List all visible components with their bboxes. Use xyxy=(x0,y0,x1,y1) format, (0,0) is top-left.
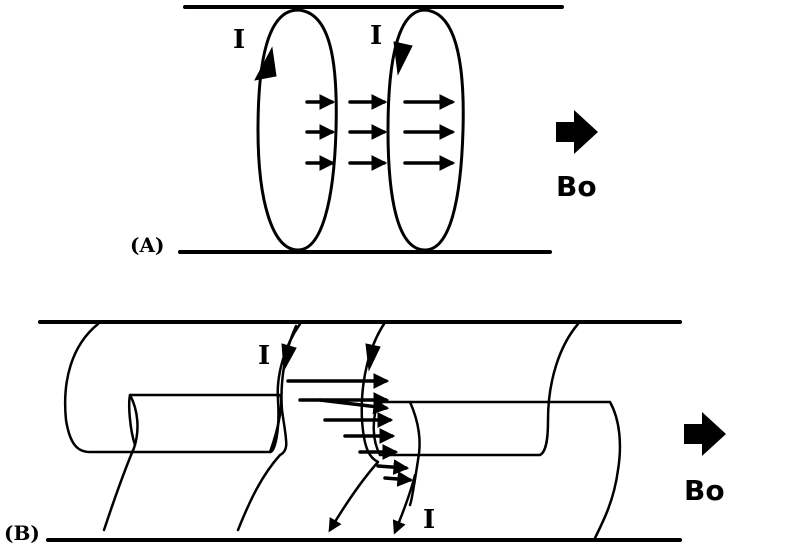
current-arrow-top-1 xyxy=(281,343,297,372)
field-arrows-a xyxy=(305,94,456,171)
current-arrow-top-2 xyxy=(365,343,381,372)
panel-a: I I Bo (A) xyxy=(130,5,598,257)
panel-b: I I Bo (B) xyxy=(4,320,726,545)
current-label-right: I xyxy=(370,21,382,51)
coil-loop-right xyxy=(386,8,465,252)
panel-label-a: (A) xyxy=(130,233,164,257)
current-arrow-left xyxy=(254,46,277,81)
center-conductor-3 xyxy=(392,473,417,535)
panel-label-b: (B) xyxy=(4,521,40,545)
saddle-coil-right-inner xyxy=(408,400,421,507)
bold-right-arrow-icon xyxy=(684,412,726,456)
saddle-coil-left xyxy=(63,322,283,454)
current-arrow-right xyxy=(393,41,413,76)
field-label-a: Bo xyxy=(556,170,597,203)
saddle-coil-left-inner xyxy=(102,393,139,532)
current-label-bottom: I xyxy=(423,505,435,535)
current-label-left: I xyxy=(233,25,245,55)
saddle-coil-right xyxy=(372,322,622,542)
bold-right-arrow-icon xyxy=(556,110,598,154)
coil-loop-left xyxy=(256,8,338,252)
field-arrows-b xyxy=(286,373,414,487)
field-label-b: Bo xyxy=(684,474,725,507)
current-label-top: I xyxy=(258,341,270,371)
